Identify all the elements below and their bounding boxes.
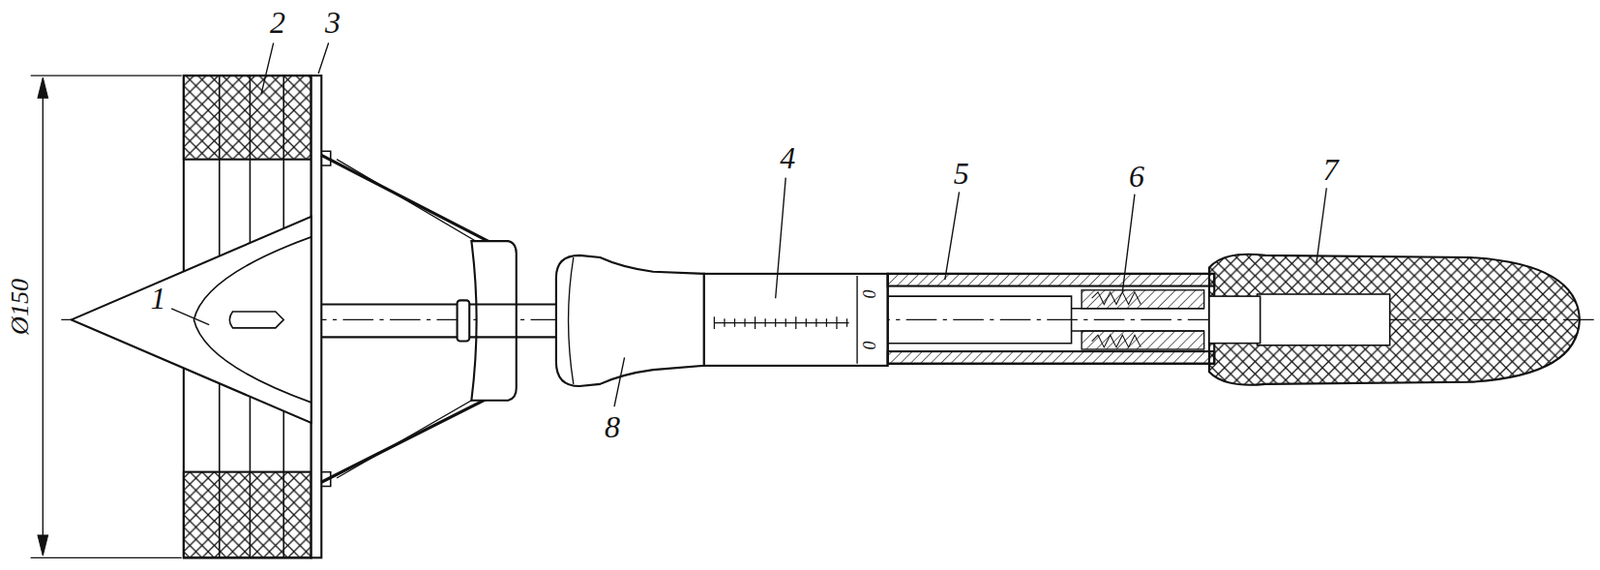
callout-number: 6	[1128, 160, 1145, 192]
callout-number: 3	[325, 6, 341, 38]
callout-number: 7	[1323, 153, 1339, 185]
callout-number: 1	[150, 282, 167, 314]
callout-number: 4	[779, 142, 796, 174]
callout-number: 2	[269, 6, 286, 38]
scale-mark: 0	[860, 290, 879, 299]
callout-number: 5	[953, 157, 970, 189]
dimension-label: Ø150	[7, 278, 33, 335]
callout-number: 8	[604, 411, 621, 443]
scale-mark: 0	[860, 340, 879, 350]
